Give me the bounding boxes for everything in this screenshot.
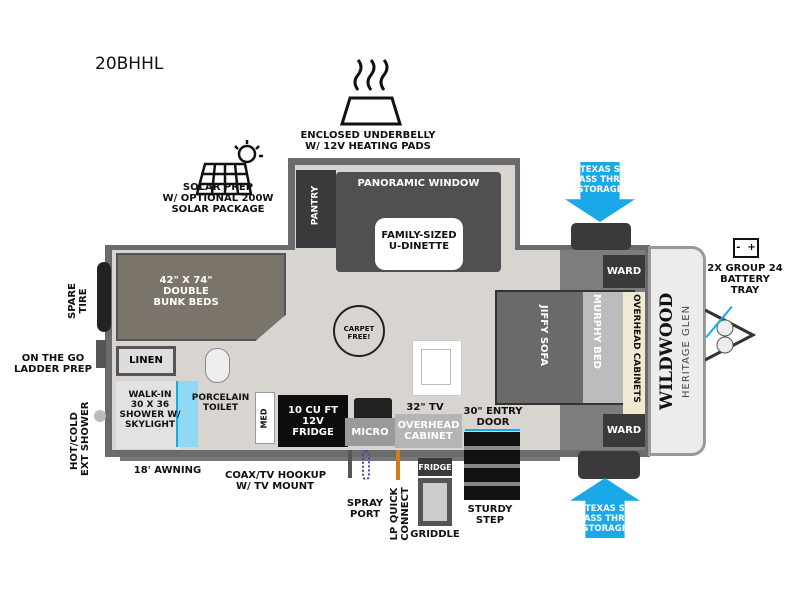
griddle-icon: [418, 478, 452, 526]
storage-bottom-callout: XL TEXAS SIZE PASS THRU STORAGE: [570, 478, 640, 538]
outdoor-fridge: FRIDGE: [418, 458, 452, 476]
fridge: [278, 395, 348, 447]
jiffy-sofa-label: JIFFY SOFA: [538, 305, 549, 366]
bunk-label: 42" X 74" DOUBLE BUNK BEDS: [153, 275, 219, 308]
spare-tire-label: SPARE TIRE: [67, 283, 89, 319]
underbelly-label: ENCLOSED UNDERBELLY W/ 12V HEATING PADS: [300, 130, 436, 152]
battery-label: 2X GROUP 24 BATTERY TRAY: [707, 263, 783, 296]
overhead-cabinets: OVERHEAD CABINETS: [623, 292, 645, 436]
linen-cabinet: LINEN: [116, 346, 176, 376]
ext-shower-label: HOT/COLD EXT SHOWER: [69, 401, 91, 476]
storage-top: [571, 223, 631, 250]
fridge-label: 10 CU FT 12V FRIDGE: [288, 405, 338, 438]
griddle-label: GRIDDLE: [410, 529, 460, 540]
toilet-label: PORCELAIN TOILET: [191, 393, 250, 413]
awning: [120, 457, 560, 461]
overhead-cabinet: OVERHEAD CABINET: [395, 414, 462, 448]
coax-label: COAX/TV HOOKUP W/ TV MOUNT: [225, 470, 327, 492]
storage-bottom: [578, 451, 640, 479]
dinette-table: [375, 218, 463, 270]
wardrobe-bottom: WARD: [603, 414, 645, 447]
shower-door: [176, 381, 198, 447]
sink: [412, 340, 462, 396]
heating-icon: [339, 59, 403, 126]
carpet-free-badge: CARPET FREE!: [333, 305, 385, 357]
sturdy-step-icon: [464, 432, 520, 500]
ladder-label: ON THE GO LADDER PREP: [14, 353, 92, 375]
pantry: PANTRY: [296, 170, 336, 248]
model-name: 20BHHL: [95, 54, 164, 74]
bunk-beds: [116, 253, 286, 341]
microwave: MICRO: [345, 418, 395, 446]
entry-door-dimension: [465, 429, 520, 431]
shower-label: WALK-IN 30 X 36 SHOWER W/ SKYLIGHT: [119, 390, 181, 430]
spare-tire-icon: [97, 262, 111, 332]
panoramic-window-label: PANORAMIC WINDOW: [357, 178, 480, 189]
spray-hose-icon: [362, 450, 370, 480]
shower-fixture-icon: [94, 410, 106, 422]
battery-icon: - +: [733, 238, 759, 258]
awning-label: 18' AWNING: [133, 465, 202, 476]
coax-port-icon: [348, 450, 352, 478]
spray-port-label: SPRAY PORT: [346, 498, 384, 520]
sturdy-step-label: STURDY STEP: [467, 504, 513, 526]
entry-door-label: 30" ENTRY DOOR: [463, 406, 523, 428]
toilet-icon: [205, 348, 230, 383]
storage-top-callout: XL TEXAS SIZE PASS THRU STORAGE: [565, 162, 635, 222]
lp-connect-icon: [396, 450, 400, 480]
ladder-icon: [96, 340, 106, 368]
dinette-label: FAMILY-SIZED U-DINETTE: [381, 230, 457, 252]
tv-label: 32" TV: [406, 402, 444, 413]
murphy-bed: MURPHY BED: [583, 292, 623, 403]
solar-panel-icon: [195, 140, 263, 196]
medicine-cabinet: MED: [255, 392, 275, 444]
solar-label: SOLAR PREP W/ OPTIONAL 200W SOLAR PACKAG…: [162, 182, 274, 215]
shower: [116, 381, 181, 449]
wardrobe-top: WARD: [603, 255, 645, 288]
